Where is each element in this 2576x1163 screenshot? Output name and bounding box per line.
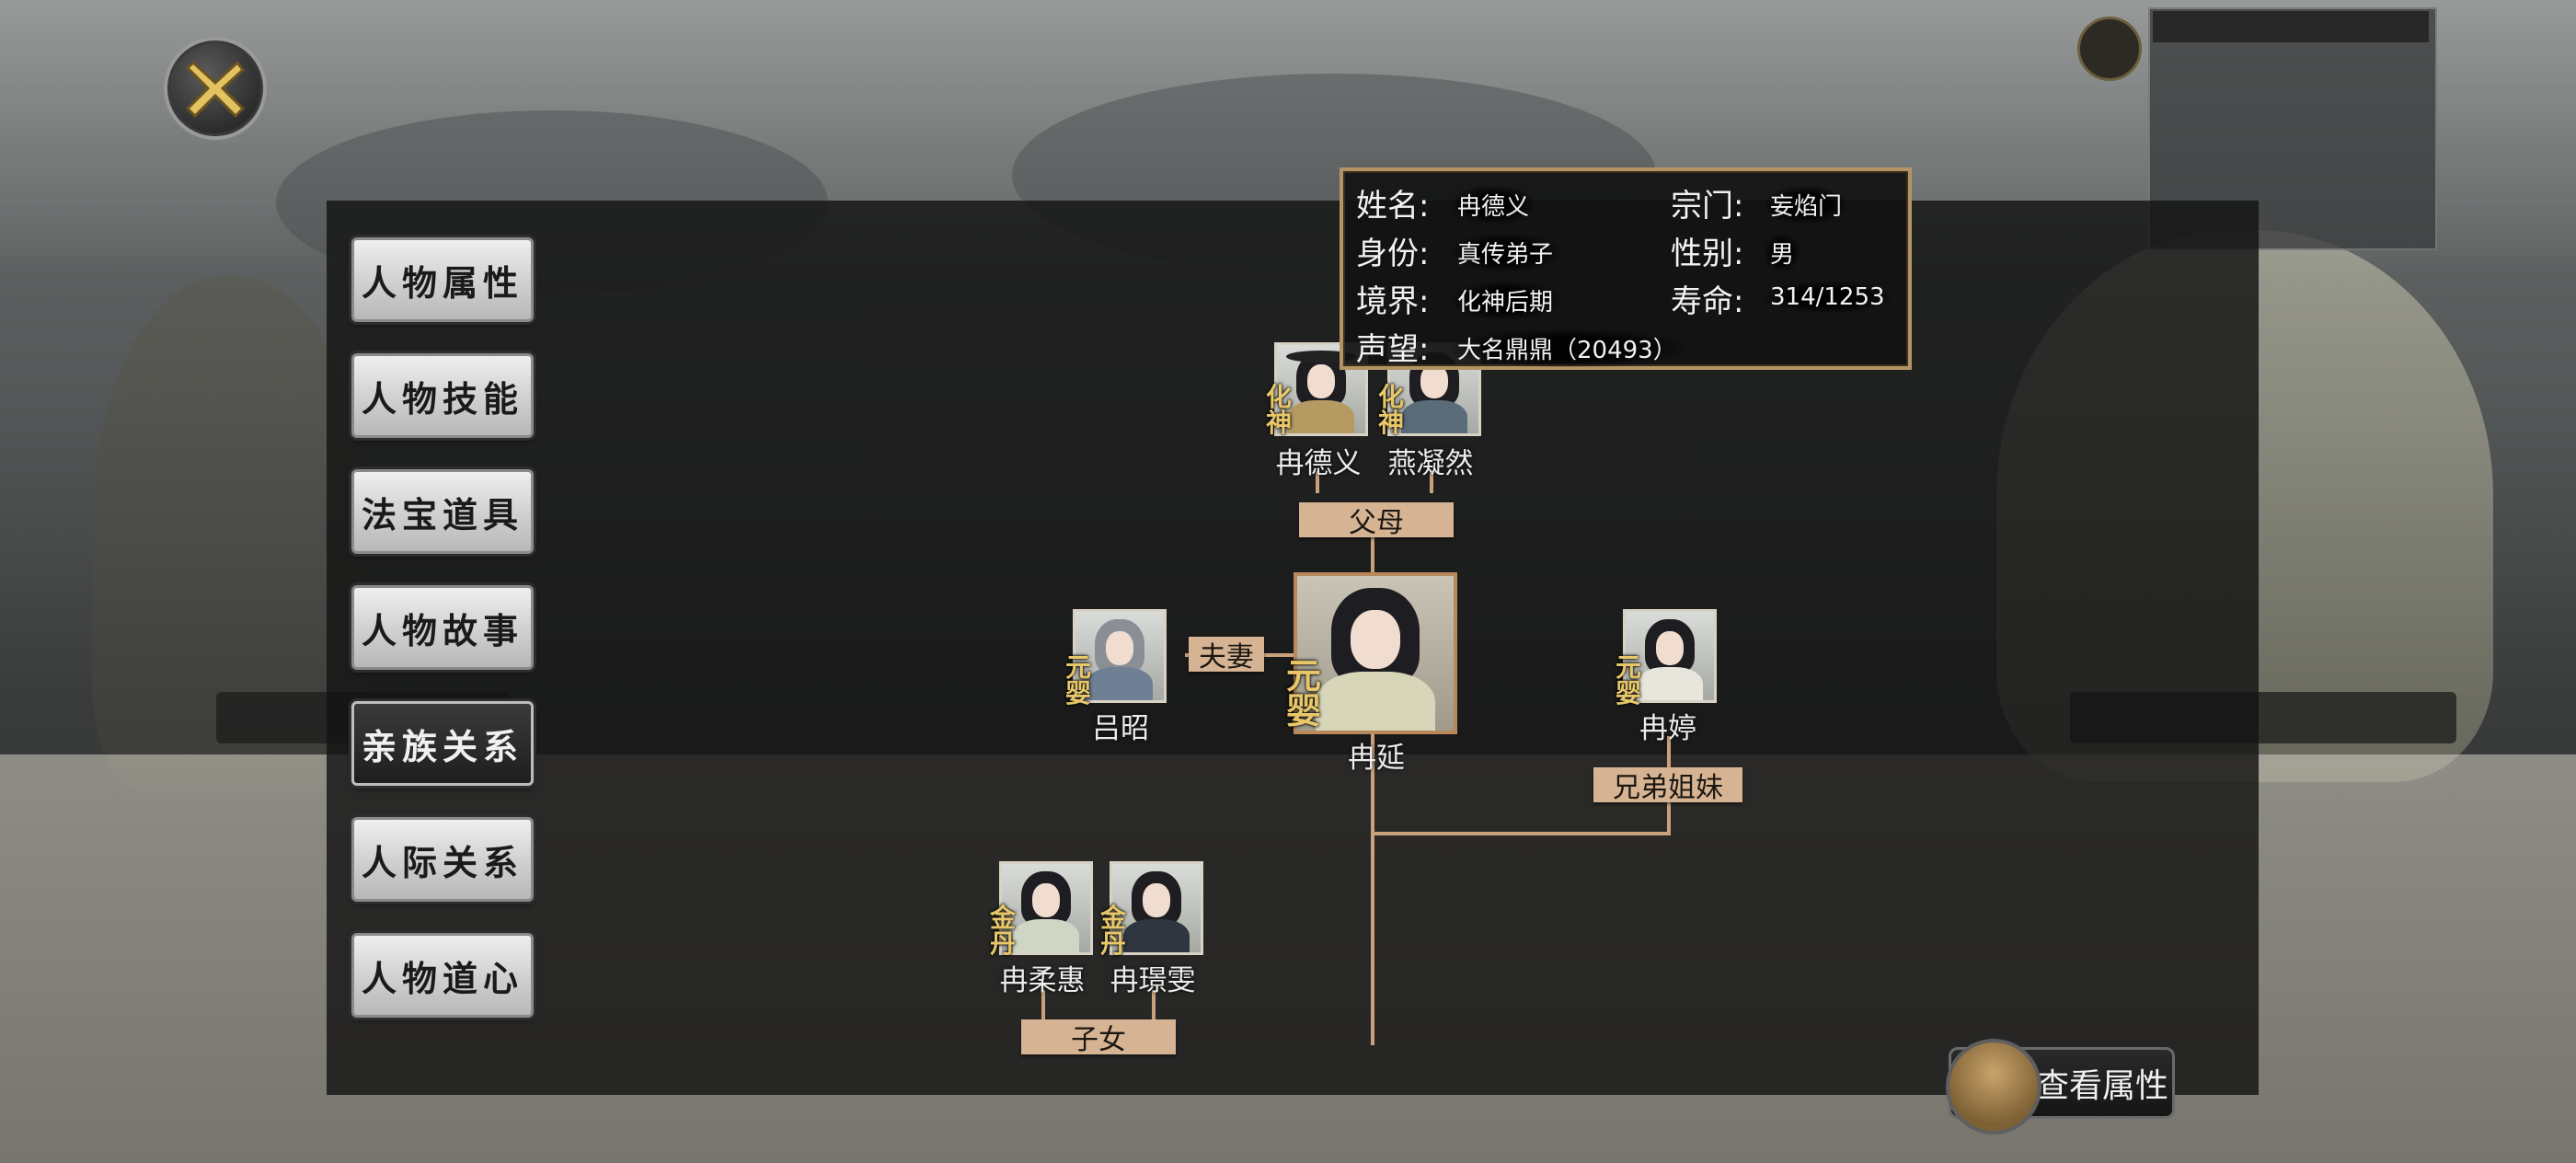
spouse-name: 吕昭 <box>1092 712 1149 745</box>
info-gender-label: 性别: <box>1671 236 1744 272</box>
background-coin-icon <box>2077 17 2142 81</box>
menu-social-relations[interactable]: 人际关系 <box>351 817 534 902</box>
info-identity-label: 身份: <box>1356 236 1430 272</box>
menu-treasures-items[interactable]: 法宝道具 <box>351 469 534 554</box>
info-gender-value: 男 <box>1765 234 1800 271</box>
child-portrait[interactable] <box>999 861 1093 955</box>
info-sect-value: 妄焰门 <box>1765 186 1848 224</box>
mother-name: 燕凝然 <box>1387 447 1474 480</box>
info-realm-label: 境界: <box>1356 283 1430 320</box>
sibling-portrait[interactable] <box>1623 609 1717 703</box>
self-rank-badge: 元婴 <box>1286 655 1322 731</box>
relation-tag-spouse: 夫妻 <box>1189 637 1264 674</box>
father-portrait[interactable] <box>1274 342 1368 436</box>
menu-character-story[interactable]: 人物故事 <box>351 585 534 670</box>
info-sect-label: 宗门: <box>1671 188 1744 225</box>
info-identity-value: 真传弟子 <box>1452 234 1559 271</box>
info-realm-value: 化神后期 <box>1452 282 1559 319</box>
tree-line <box>1371 832 1671 835</box>
tree-line <box>1152 990 1156 1021</box>
sibling-rank-badge: 元婴 <box>1616 652 1642 708</box>
close-button[interactable] <box>164 37 267 140</box>
character-info-card: 姓名: 冉德义 宗门: 妄焰门 身份: 真传弟子 性别: 男 境界: 化神后期 … <box>1340 167 1912 370</box>
father-rank-badge: 化神 <box>1266 382 1293 438</box>
info-fame-value: 大名鼎鼎（20493） <box>1452 329 1683 367</box>
child-rank-badge: 金丹 <box>1100 903 1127 959</box>
child-portrait[interactable] <box>1110 861 1203 955</box>
info-lifespan-value: 314/1253 <box>1765 282 1891 313</box>
relation-tag-parents: 父母 <box>1299 502 1454 539</box>
menu-character-skills[interactable]: 人物技能 <box>351 353 534 438</box>
tree-line <box>1316 471 1319 493</box>
background-minimap-title <box>2153 11 2429 42</box>
mother-rank-badge: 化神 <box>1378 382 1405 438</box>
self-portrait[interactable] <box>1294 572 1457 734</box>
view-attributes-label: 查看属性 <box>2036 1067 2169 1105</box>
tree-line <box>1371 727 1374 1045</box>
child-rank-badge: 金丹 <box>990 903 1017 959</box>
tree-line <box>1371 534 1374 572</box>
menu-dao-heart[interactable]: 人物道心 <box>351 933 534 1018</box>
menu-family-relations[interactable]: 亲族关系 <box>351 701 534 786</box>
self-name: 冉延 <box>1348 742 1405 775</box>
tree-line <box>1041 990 1045 1021</box>
close-x-icon <box>185 60 246 119</box>
spouse-portrait[interactable] <box>1073 609 1167 703</box>
menu-character-attributes[interactable]: 人物属性 <box>351 237 534 322</box>
meditating-figure-icon <box>1946 1039 2041 1134</box>
info-name-label: 姓名: <box>1356 188 1430 225</box>
sibling-name: 冉婷 <box>1639 712 1696 745</box>
info-name-value: 冉德义 <box>1452 186 1535 224</box>
spouse-rank-badge: 元婴 <box>1065 652 1092 708</box>
child-name: 冉璟雯 <box>1110 964 1196 997</box>
relation-tag-siblings: 兄弟姐妹 <box>1593 767 1742 804</box>
tree-line <box>1430 471 1433 493</box>
info-lifespan-label: 寿命: <box>1671 283 1744 320</box>
relation-tag-children: 子女 <box>1021 1019 1176 1056</box>
view-attributes-button[interactable]: 查看属性 <box>1946 1039 2175 1134</box>
dark-overlay-panel <box>327 201 2259 1095</box>
father-name: 冉德义 <box>1275 447 1362 480</box>
info-fame-label: 声望: <box>1356 331 1430 368</box>
child-name: 冉柔惠 <box>999 964 1086 997</box>
